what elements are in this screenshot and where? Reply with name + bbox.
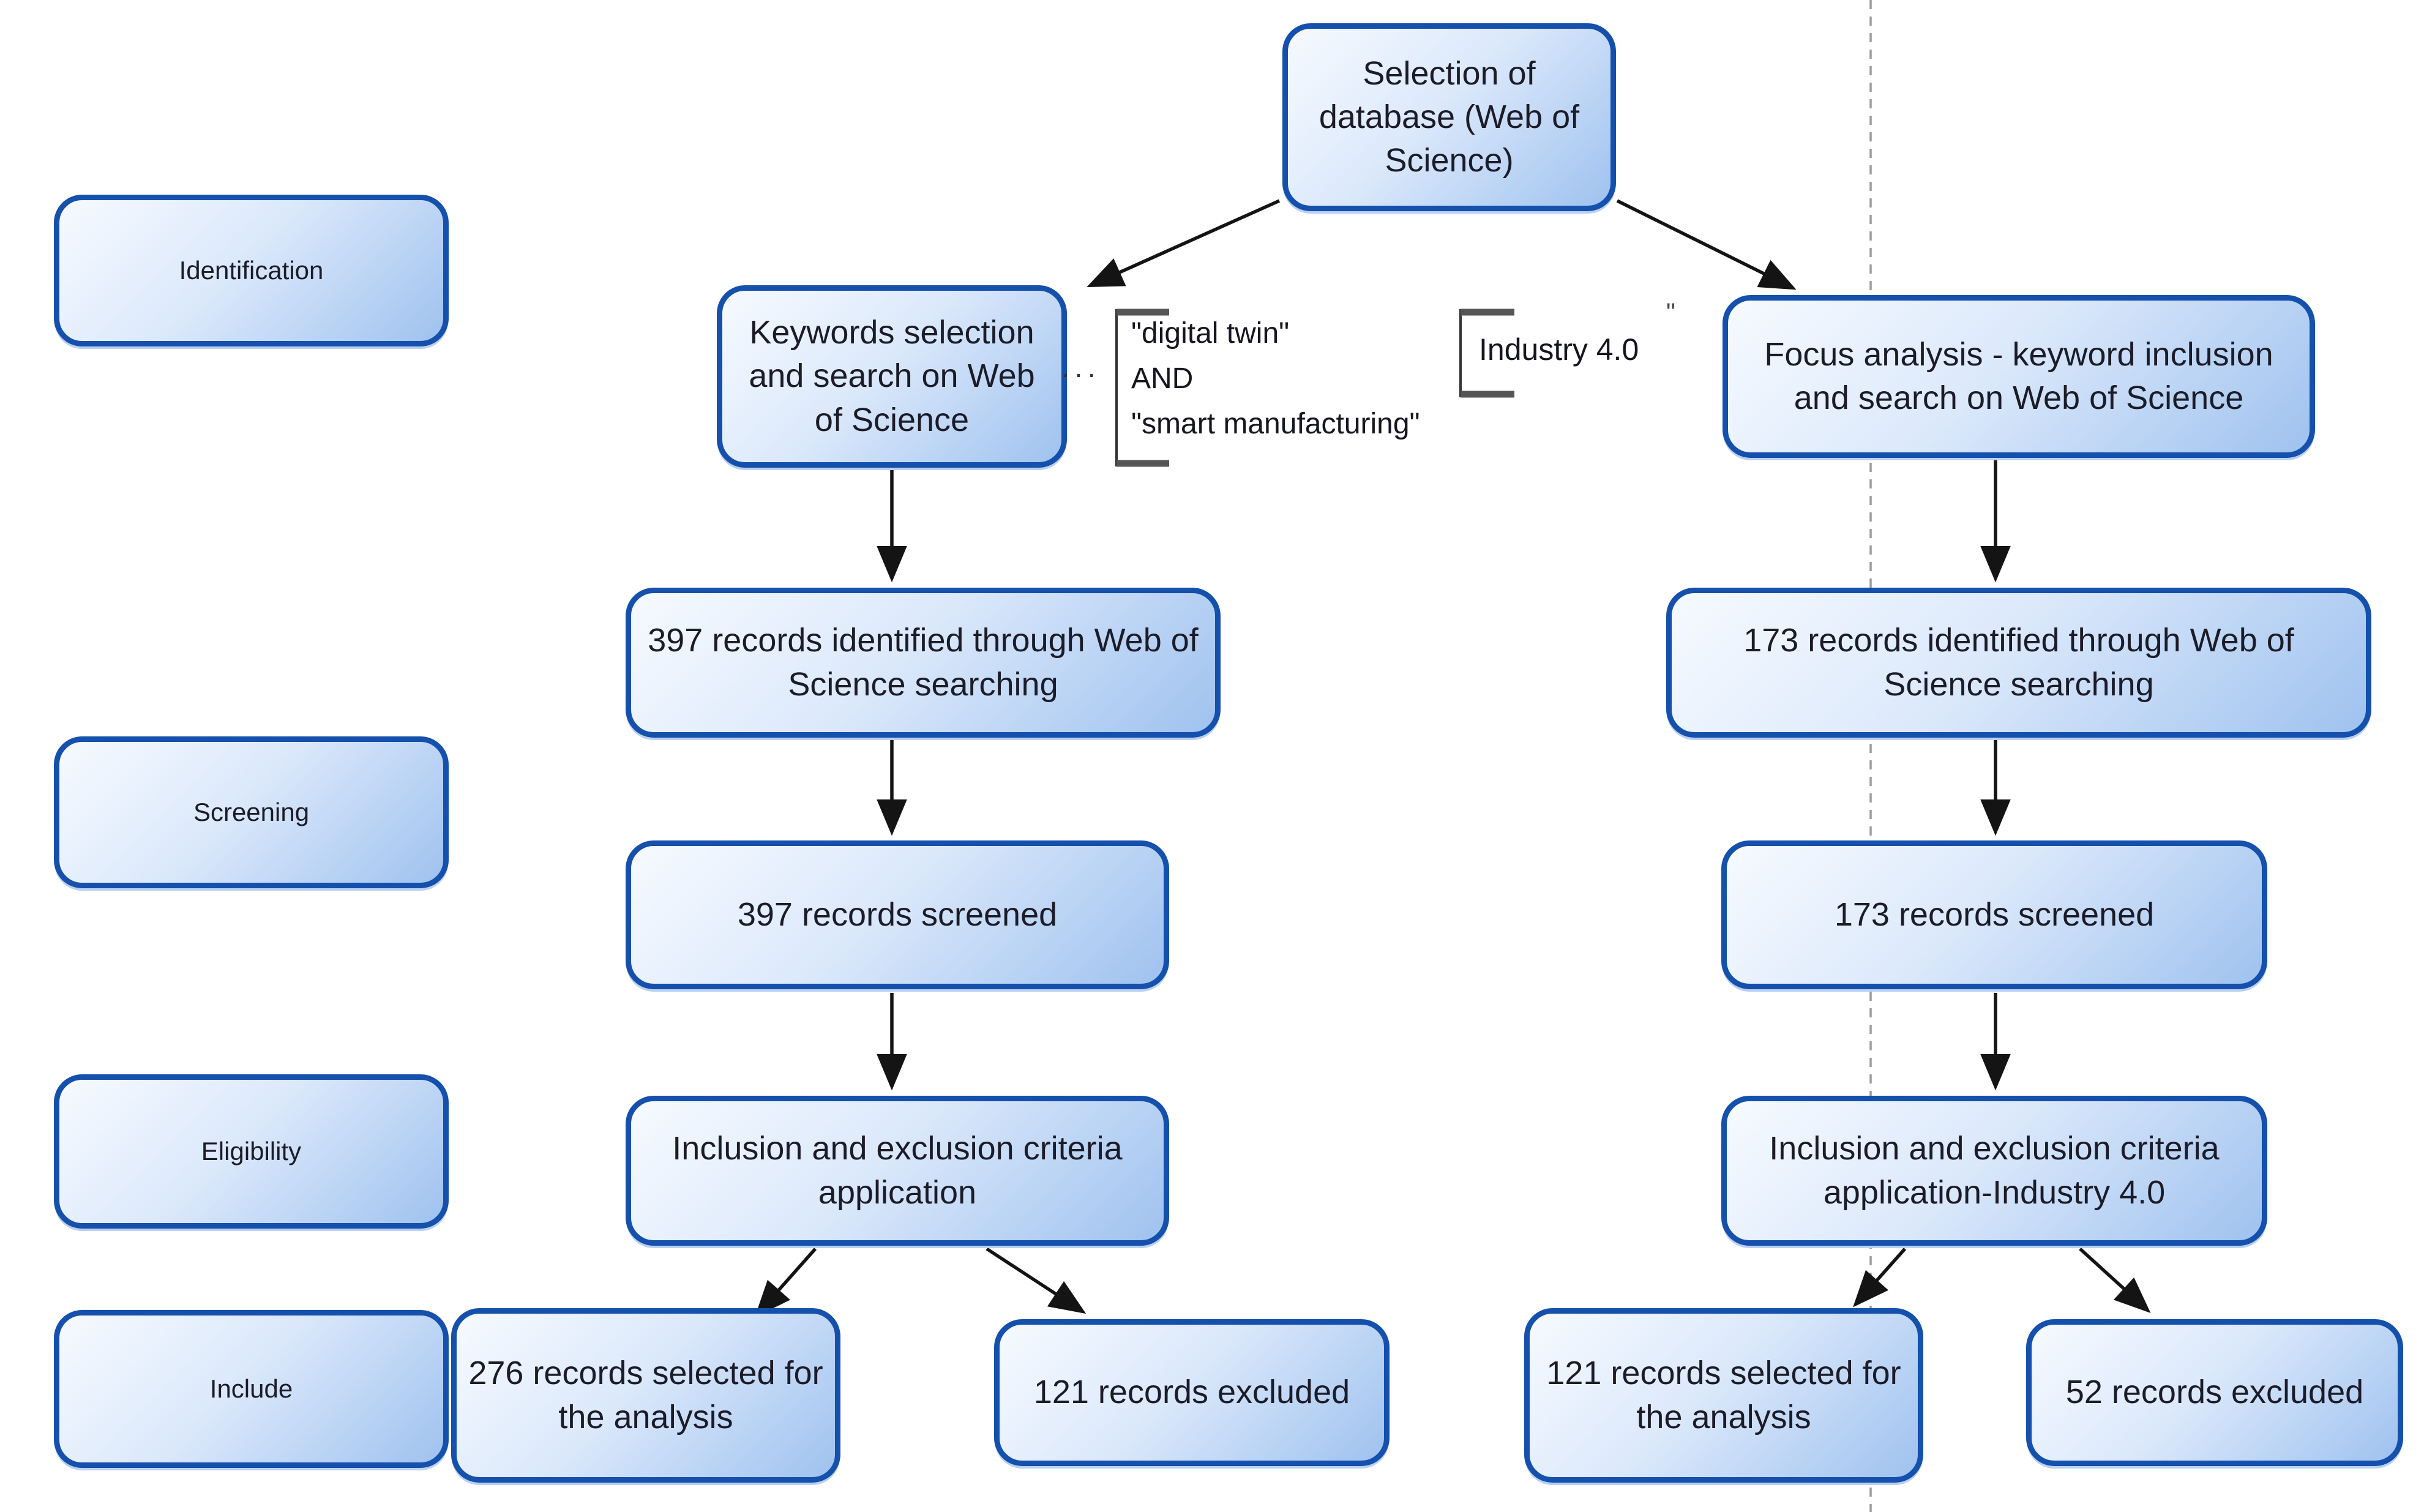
query-line: "digital twin" [1131, 317, 1290, 350]
node-database-selection: Selection of database (Web of Science) [1282, 23, 1616, 211]
node-records-identified-left: 397 records identified through Web of Sc… [626, 588, 1221, 738]
search-query-industry40: Industry 4.0 [1479, 332, 1639, 367]
node-records-screened-left: 397 records screened [626, 840, 1169, 989]
query-line: "smart manufacturing" [1131, 408, 1420, 440]
node-keywords-search: Keywords selection and search on Web of … [717, 285, 1067, 468]
node-text: 121 records excluded [1033, 1374, 1350, 1411]
arrow-criteria-to-excluded-left [986, 1247, 1087, 1314]
node-text: Selection of database (Web of Science) [1319, 54, 1580, 179]
node-text: 173 records identified through Web of Sc… [1743, 622, 2294, 703]
arrow-criteria-to-selected-left [755, 1248, 817, 1317]
stage-label-identification: Identification [54, 195, 449, 346]
arrow-criteria-to-selected-right [1853, 1248, 1907, 1308]
node-records-identified-right: 173 records identified through Web of Sc… [1666, 588, 2371, 738]
stage-label-eligibility: Eligibility [54, 1074, 449, 1229]
node-text: 397 records identified through Web of Sc… [648, 622, 1199, 703]
arrow-criteria-to-excluded-right [2079, 1247, 2151, 1313]
node-records-excluded-right: 52 records excluded [2026, 1319, 2403, 1466]
query-line: AND [1131, 362, 1194, 395]
node-records-selected-right: 121 records selected for the analysis [1524, 1308, 1923, 1483]
stray-quote-mark: " [1666, 298, 1675, 326]
node-records-screened-right: 173 records screened [1721, 840, 2267, 989]
ellipsis-connector: ··· [1061, 357, 1100, 389]
node-text: Inclusion and exclusion criteria applica… [672, 1130, 1123, 1211]
node-text: Inclusion and exclusion criteria applica… [1769, 1130, 2220, 1211]
node-focus-analysis: Focus analysis - keyword inclusion and s… [1723, 295, 2315, 458]
stage-label-text: Eligibility [201, 1137, 302, 1166]
stage-label-include: Include [54, 1310, 449, 1468]
stage-label-text: Identification [179, 256, 324, 285]
arrow-database-to-keywords [1087, 199, 1281, 288]
node-text: Keywords selection and search on Web of … [749, 314, 1035, 438]
node-text: 121 records selected for the analysis [1546, 1355, 1901, 1435]
node-text: 397 records screened [737, 896, 1058, 933]
node-text: 52 records excluded [2065, 1374, 2364, 1411]
search-query-digital-twin: "digital twin" AND "smart manufacturing" [1131, 311, 1420, 447]
node-text: Focus analysis - keyword inclusion and s… [1764, 335, 2273, 416]
stage-label-screening: Screening [54, 736, 449, 888]
node-text: 173 records screened [1834, 896, 2155, 933]
node-records-excluded-left: 121 records excluded [994, 1319, 1390, 1466]
node-records-selected-left: 276 records selected for the analysis [451, 1308, 840, 1483]
node-criteria-application-right: Inclusion and exclusion criteria applica… [1721, 1096, 2267, 1246]
node-criteria-application-left: Inclusion and exclusion criteria applica… [626, 1096, 1169, 1246]
arrow-database-to-focus [1616, 199, 1797, 290]
node-text: 276 records selected for the analysis [468, 1355, 823, 1435]
stage-label-text: Include [209, 1374, 293, 1404]
bracket-industry40 [1459, 309, 1514, 398]
bracket-digital-twin [1115, 309, 1169, 467]
stage-label-text: Screening [193, 798, 310, 827]
